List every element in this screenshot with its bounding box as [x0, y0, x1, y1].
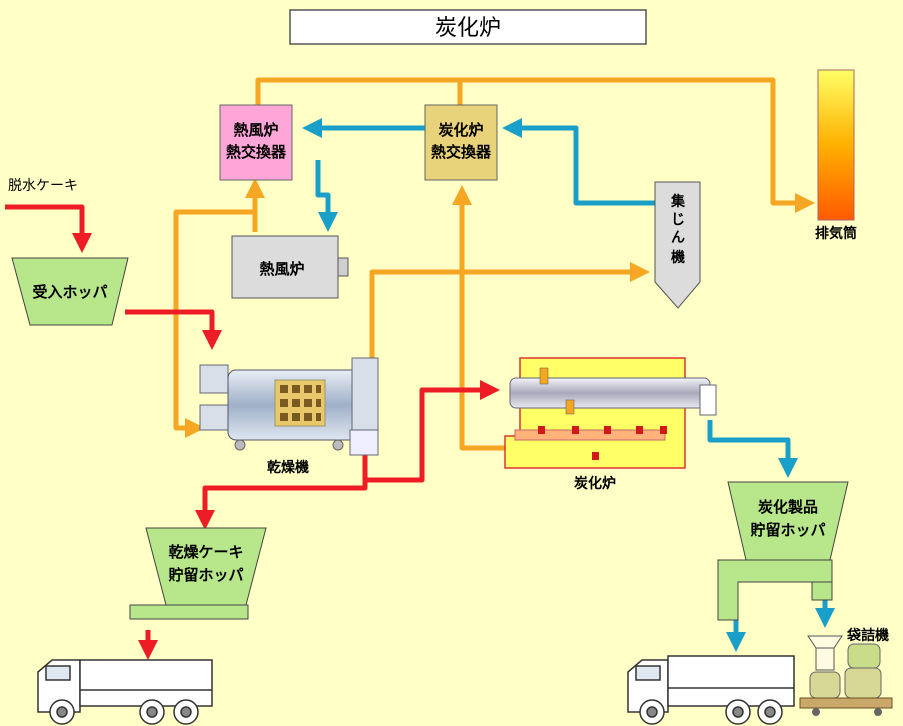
title-box: 炭化炉: [289, 9, 647, 45]
hot-air-feed-line: [173, 178, 265, 265]
dried-cake-hopper-label-1: 乾燥ケーキ: [168, 543, 243, 561]
bagging-machine: 袋詰機: [799, 627, 893, 716]
dried-cake-storage-hopper: 乾燥ケーキ 貯留ホッパ: [129, 527, 267, 620]
dryer: 乾燥機: [199, 357, 379, 476]
hot-air-furnace-heat-exchanger: 熱風炉 熱交換器: [219, 104, 293, 181]
burner-row: [538, 426, 667, 460]
carbonizer-hx-label-2: 熱交換器: [431, 143, 492, 161]
receiving-hopper: 受入ホッパ: [11, 257, 129, 326]
dried-cake-hopper-label-2: 貯留ホッパ: [168, 566, 243, 584]
stack-label: 排気筒: [815, 225, 857, 242]
carbonizer-label: 炭化炉: [574, 475, 616, 492]
dump-truck-left: [37, 659, 213, 725]
dust-collector: 集 じ ん 機: [654, 181, 701, 309]
dump-truck-right: [627, 655, 795, 725]
carbonizer-heat-exchanger: 炭化炉 熱交換器: [424, 104, 498, 181]
hot-air-furnace-label: 熱風炉: [259, 260, 304, 278]
carbonizer-gas-line: [452, 185, 505, 451]
hot-air-hx-label-1: 熱風炉: [233, 121, 278, 139]
product-hopper-label-2: 貯留ホッパ: [750, 521, 825, 539]
dust-collector-to-hx: [502, 118, 660, 206]
dewater-cake-label: 脱水ケーキ: [8, 178, 78, 194]
product-storage-hopper: 炭化製品 貯留ホッパ: [717, 481, 849, 621]
dust-collector-char-4: 機: [671, 249, 685, 266]
dryer-window-grid: [280, 385, 321, 421]
dust-collector-char-1: 集: [670, 193, 686, 210]
cake-feed-line: [5, 204, 92, 253]
dryer-exhaust-line: [369, 262, 650, 360]
diagram-title: 炭化炉: [435, 16, 501, 41]
hot-air-furnace: 熱風炉: [231, 235, 349, 299]
sludge-lines: [5, 204, 500, 660]
cooling-lines: [302, 118, 835, 652]
dust-collector-char-3: ん: [671, 230, 685, 246]
product-discharge-line: [707, 420, 798, 478]
dust-collector-char-2: じ: [671, 212, 685, 228]
product-hopper-label-1: 炭化製品: [758, 498, 818, 516]
carbonizer-hx-label-1: 炭化炉: [438, 121, 483, 139]
receiving-hopper-label: 受入ホッパ: [32, 283, 107, 301]
dryer-label: 乾燥機: [267, 459, 309, 476]
dryer-hot-air-line: [173, 265, 205, 438]
dryer-to-carbonizer-line: [362, 380, 500, 483]
bagging-machine-label: 袋詰機: [846, 627, 889, 644]
exhaust-line: [255, 77, 815, 213]
hx-to-hot-air-furnace: [315, 160, 338, 232]
hot-air-hx-label-2: 熱交換器: [226, 143, 287, 161]
exhaust-stack: 排気筒: [815, 69, 857, 242]
hot-gas-lines: [173, 77, 815, 451]
carbonizer-furnace: 炭化炉: [504, 357, 717, 492]
hopper-to-dryer-line: [125, 309, 222, 350]
dryer-to-storage-line: [195, 480, 368, 530]
